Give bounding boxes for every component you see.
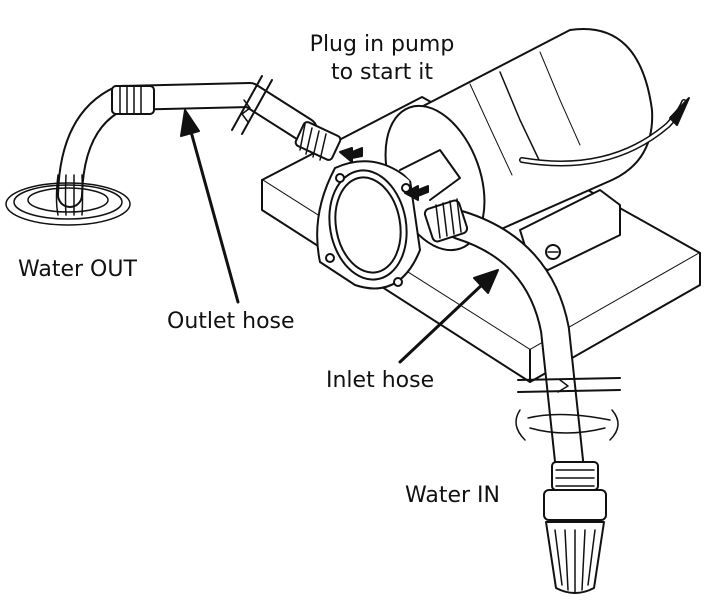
pump-head xyxy=(316,147,461,290)
inlet-arrow-head xyxy=(473,269,499,294)
outlet-arrow-head xyxy=(180,109,200,137)
pointer-arrows xyxy=(188,126,487,364)
water-in-label: Water IN xyxy=(405,483,500,508)
plug-in-label-line1: Plug in pump xyxy=(309,32,455,57)
outlet-hose-label: Outlet hose xyxy=(167,309,295,334)
plug-in-label-line2: to start it xyxy=(330,60,434,85)
cord-arrow xyxy=(669,97,690,126)
plug-in-label: Plug in pump to start it xyxy=(282,31,482,87)
strainer xyxy=(543,461,607,594)
inlet-hose-label: Inlet hose xyxy=(326,368,435,393)
inlet-hose xyxy=(423,198,621,485)
water-outflow xyxy=(5,174,131,226)
outlet-hose xyxy=(57,75,342,208)
water-out-label: Water OUT xyxy=(18,257,137,282)
